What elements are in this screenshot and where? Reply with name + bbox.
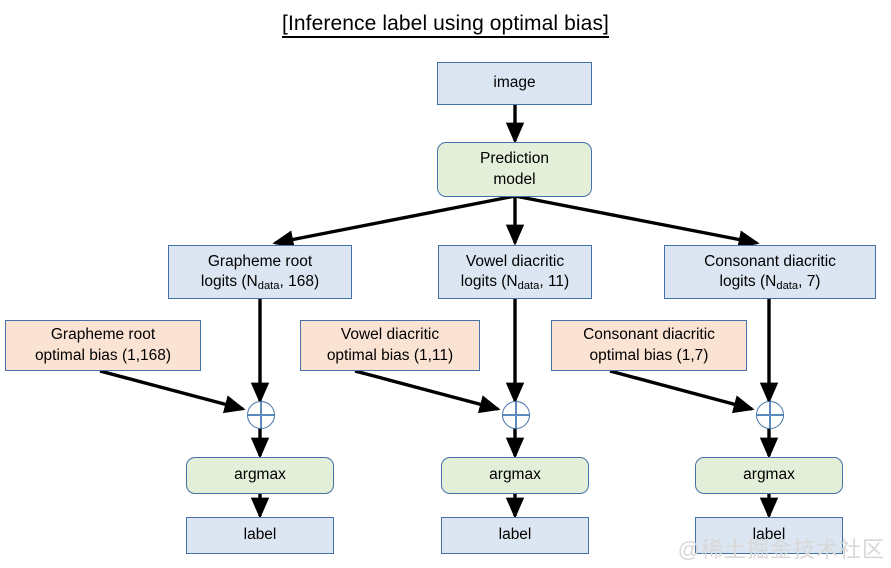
node-argmax-right-label: argmax — [743, 466, 795, 484]
node-grapheme-root-logits-label: Grapheme root logits (Ndata, 168) — [197, 252, 323, 293]
page-title-text: [Inference label using optimal bias] — [282, 12, 609, 38]
consonant-bias-line2: optimal bias (1,7) — [589, 346, 709, 364]
node-argmax-left[interactable]: argmax — [186, 457, 334, 494]
vowel-logits-subscript: data — [517, 280, 540, 293]
node-grapheme-root-logits[interactable]: Grapheme root logits (Ndata, 168) — [168, 245, 352, 299]
node-argmax-left-label: argmax — [234, 466, 286, 484]
node-consonant-diacritic-optimal-bias[interactable]: Consonant diacritic optimal bias (1,7) — [551, 320, 747, 371]
vowel-bias-line1: Vowel diacritic — [340, 326, 440, 344]
add-icon-right — [756, 401, 784, 429]
node-image[interactable]: image — [437, 62, 592, 105]
node-grapheme-root-optimal-bias[interactable]: Grapheme root optimal bias (1,168) — [5, 320, 201, 371]
node-label-left-text: label — [243, 526, 277, 544]
consonant-logits-line2-pre: logits (N — [719, 273, 777, 290]
vowel-logits-line2-pre: logits (N — [460, 273, 518, 290]
node-label-left[interactable]: label — [186, 517, 334, 554]
node-label-center[interactable]: label — [441, 517, 589, 554]
node-vowel-diacritic-logits-label: Vowel diacritic logits (Ndata, 11) — [457, 252, 573, 293]
grapheme-logits-line2-pre: logits (N — [200, 273, 258, 290]
node-vowel-diacritic-optimal-bias-label: Vowel diacritic optimal bias (1,11) — [323, 325, 457, 366]
grapheme-bias-line2: optimal bias (1,168) — [34, 346, 172, 364]
node-image-label: image — [493, 74, 536, 92]
prediction-model-line2: model — [493, 170, 536, 188]
node-argmax-right[interactable]: argmax — [695, 457, 843, 494]
node-consonant-diacritic-logits[interactable]: Consonant diacritic logits (Ndata, 7) — [664, 245, 876, 299]
grapheme-logits-line2-post: , 168) — [279, 273, 320, 290]
grapheme-bias-line1: Grapheme root — [50, 326, 156, 344]
add-icon-center — [502, 401, 530, 429]
page-title: [Inference label using optimal bias] — [0, 12, 891, 38]
edge-grapheme-bias-to-add — [99, 369, 246, 414]
node-argmax-center[interactable]: argmax — [441, 457, 589, 494]
grapheme-logits-line1: Grapheme root — [207, 252, 313, 270]
prediction-model-line1: Prediction — [480, 150, 549, 168]
watermark: @稀土掘金技术社区 — [677, 537, 885, 562]
node-prediction-model-label: Prediction model — [476, 149, 553, 190]
node-prediction-model[interactable]: Prediction model — [437, 142, 592, 197]
consonant-bias-line1: Consonant diacritic — [583, 326, 715, 344]
vowel-bias-line2: optimal bias (1,11) — [326, 346, 454, 364]
consonant-logits-subscript: data — [776, 280, 799, 293]
node-vowel-diacritic-logits[interactable]: Vowel diacritic logits (Ndata, 11) — [438, 245, 592, 299]
consonant-logits-line2-post: , 7) — [798, 273, 821, 290]
node-consonant-diacritic-logits-label: Consonant diacritic logits (Ndata, 7) — [700, 252, 840, 293]
grapheme-logits-subscript: data — [257, 280, 280, 293]
edge-vowel-bias-to-add — [354, 369, 501, 414]
consonant-logits-line1: Consonant diacritic — [704, 252, 836, 270]
node-label-right[interactable]: label — [695, 517, 843, 554]
add-icon-left — [247, 401, 275, 429]
node-argmax-center-label: argmax — [489, 466, 541, 484]
edge-consonant-bias-to-add — [609, 369, 755, 414]
vowel-logits-line2-post: , 11) — [539, 273, 570, 290]
vowel-logits-line1: Vowel diacritic — [465, 252, 565, 270]
node-label-center-text: label — [498, 526, 532, 544]
node-label-right-text: label — [752, 526, 786, 544]
node-grapheme-root-optimal-bias-label: Grapheme root optimal bias (1,168) — [31, 325, 175, 366]
node-consonant-diacritic-optimal-bias-label: Consonant diacritic optimal bias (1,7) — [579, 325, 719, 366]
edge-model-to-consonant — [514, 194, 760, 249]
edge-model-to-grapheme — [272, 194, 516, 249]
node-vowel-diacritic-optimal-bias[interactable]: Vowel diacritic optimal bias (1,11) — [300, 320, 480, 371]
